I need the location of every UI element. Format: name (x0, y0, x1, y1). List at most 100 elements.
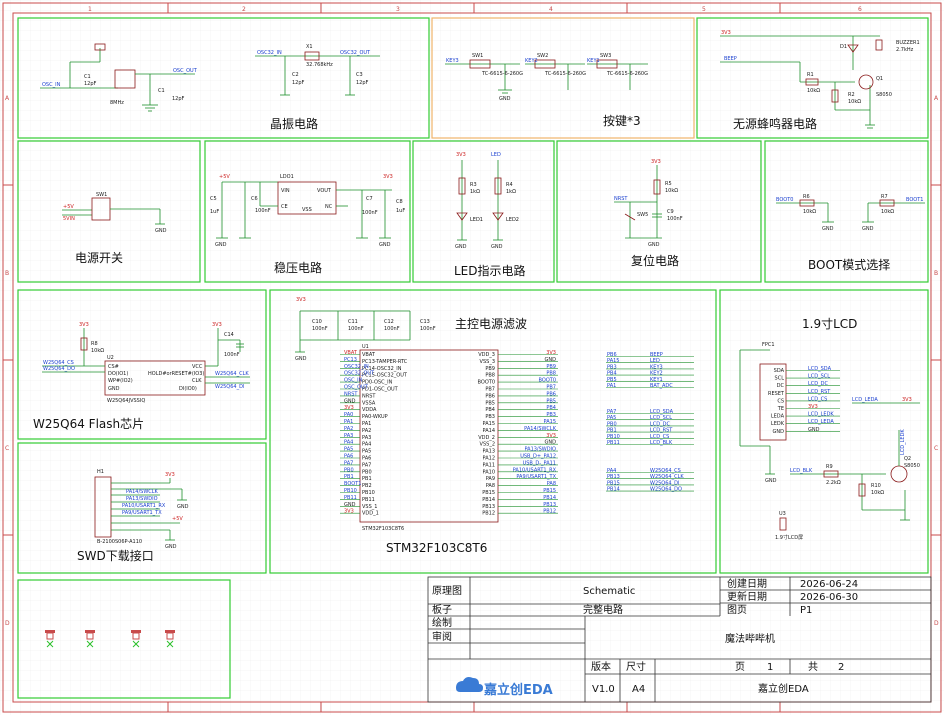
mcu-left-pin: PA5 (362, 449, 371, 455)
lcd-pin-net: LCD_SDA (808, 366, 832, 372)
keys-circuit (445, 59, 648, 94)
mcu-left-pin: PB1 (362, 476, 372, 482)
swd-5v: +5V (172, 516, 183, 522)
reg-c6: C6 (251, 196, 258, 202)
net-map-name: LCD_DC (650, 421, 670, 427)
frame-crystal[interactable] (17, 17, 430, 139)
mcu-right-net: PA8 (547, 481, 556, 487)
keys-part3: TC-6615-6-260G (606, 71, 648, 77)
reset-c: C9 (667, 209, 674, 215)
lcd-pin-name: SDA (774, 368, 785, 374)
reg-gnd2: GND (379, 242, 391, 248)
flash-3v3b: 3V3 (212, 322, 222, 328)
lcd-q2: Q2 (904, 456, 911, 462)
lcd-pin-net: LCD_DC (808, 381, 828, 387)
tb-company: 嘉立创EDA (758, 682, 809, 695)
title-buzzer: 无源蜂鸣器电路 (733, 116, 817, 131)
crystal-c1b: C1 (158, 88, 165, 94)
net-map-pin: PA7 (607, 409, 616, 415)
reset-circuit (614, 165, 662, 239)
title-mcu: STM32F103C8T6 (386, 541, 487, 555)
lcd-leda: LCD_LEDA (852, 397, 878, 403)
filter-c11v: 100nF (348, 326, 364, 332)
mcu-right-net: PB5 (546, 398, 556, 404)
jlc-logo: 嘉立创EDA (456, 677, 553, 698)
frame-reset[interactable] (556, 140, 762, 283)
lcd-pin-name: GND (773, 429, 785, 435)
flash-r8: R8 (91, 341, 98, 347)
frame-led[interactable] (412, 140, 555, 283)
keys-gnd: GND (499, 96, 511, 102)
mcu-right-pin: PB7 (485, 387, 495, 393)
mcu-left-net: PC13 (344, 357, 357, 363)
flash-clk: W25Q64_CLK (215, 371, 249, 377)
mcu-right-net: USB_D+_PA12 (520, 454, 556, 460)
net-map-pin: PB10 (607, 434, 620, 440)
title-lcd: 1.9寸LCD (802, 317, 857, 331)
mcu-right-pin: PB6 (485, 393, 495, 399)
filter-gnd: GND (295, 356, 307, 362)
net-map-pin: PA5 (607, 415, 616, 421)
crystal-x1v: 32.768kHz (306, 62, 333, 68)
mcu-left-pin: PC13-TAMPER-RTC (362, 359, 408, 365)
lcd-pin-name: LEDA (771, 414, 785, 420)
lcd-gnd: GND (765, 478, 777, 484)
mcu-ref: U1 (362, 344, 369, 350)
lcd-circuit (739, 349, 920, 531)
tb-project: 魔法哔哔机 (725, 632, 775, 645)
mcu-part: STM32F103C8T6 (362, 526, 404, 532)
buzzer-r2v: 10kΩ (848, 99, 861, 105)
title-regulator: 稳压电路 (274, 260, 322, 275)
net-map-name: LED (650, 358, 660, 364)
buzzer-r2: R2 (848, 92, 855, 98)
frame-boot[interactable] (764, 140, 929, 283)
lcd-pin-name: LEDK (771, 421, 785, 427)
frame-mounting[interactable] (17, 579, 231, 699)
crystal-osc32-out: OSC32_OUT (340, 50, 371, 56)
frame-regulator[interactable] (204, 140, 411, 283)
power-switch-circuit (62, 197, 165, 225)
mcu-right-pin: PB13 (482, 504, 495, 510)
filter-c13: C13 (420, 319, 430, 325)
net-map-pin: PA15 (607, 358, 619, 364)
mounting-holes (45, 630, 175, 648)
mcu-right-net: PB6 (546, 391, 556, 397)
mcu-left-pin: PC14-OSC32_IN (362, 366, 402, 372)
mcu-right-pin: PB9 (485, 366, 495, 372)
filter-c12: C12 (384, 319, 394, 325)
mcu-left-net: 3V3 (344, 509, 354, 515)
mcu-left-pin: PA0-WKUP (362, 414, 388, 420)
mcu-body (359, 349, 499, 523)
frame-lcd[interactable] (719, 289, 929, 574)
title-swd: SWD下载接口 (77, 548, 154, 563)
frame-mcu[interactable] (269, 289, 717, 574)
frame-swd[interactable] (17, 442, 267, 574)
frame-power-switch[interactable] (17, 140, 201, 283)
frame-flash[interactable] (17, 289, 267, 440)
flash-p3: WP#(IO2) (108, 378, 133, 384)
flash-p6: CLK (192, 378, 202, 384)
mcu-right-net: PB4 (546, 405, 556, 411)
buzzer-bz: BUZZER1 (896, 40, 920, 46)
mcu-right-pin: PB15 (482, 490, 495, 496)
mcu-left-pin: PB2 (362, 483, 372, 489)
mcu-left-net: PA2 (344, 426, 353, 432)
swd-h: H1 (97, 469, 104, 475)
flash-r8v: 10kΩ (91, 348, 104, 354)
mcu-right-pin: PB14 (482, 497, 495, 503)
keys-sw3: SW3 (600, 53, 611, 59)
border-col-6: 6 (858, 6, 862, 13)
mcu-right-pin: VSS_3 (480, 359, 495, 365)
led-led2: LED2 (506, 217, 519, 223)
lcd-pin-net: LCD_SCL (808, 374, 830, 380)
mcu-left-pin: PB11 (362, 497, 375, 503)
boot-r6v: 10kΩ (803, 209, 816, 215)
lcd-blk: LCD_BLK (790, 468, 813, 474)
title-reset: 复位电路 (631, 253, 679, 268)
mcu-left-pin: VBAT (362, 352, 376, 358)
frame-keys[interactable] (431, 17, 695, 139)
flash-c: C14 (224, 332, 234, 338)
frame-buzzer[interactable] (696, 17, 929, 139)
border-col-1: 1 (88, 6, 92, 13)
